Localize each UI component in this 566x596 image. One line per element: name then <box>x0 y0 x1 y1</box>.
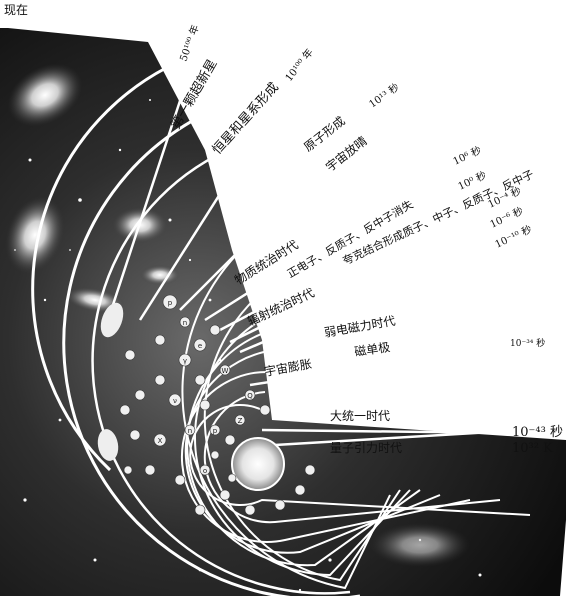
particle-label: Q <box>247 392 253 400</box>
supernova-blobs <box>97 302 124 461</box>
particle-label: W <box>222 367 229 375</box>
time-label: 10³² K <box>512 441 553 456</box>
time-label: 10⁶ 秒 <box>451 143 484 167</box>
era-label: 宇宙放晴 <box>323 133 370 174</box>
particle-label: n <box>188 427 192 435</box>
era-label: 辐射统治时代 <box>245 285 317 329</box>
era-label: 恒星和星系形成 <box>210 80 282 158</box>
era-label: 大统一时代 <box>330 409 390 423</box>
era-label: 量子引力时代 <box>330 441 402 455</box>
primordial-sphere <box>231 437 285 491</box>
particle-label: n <box>183 319 187 327</box>
time-label: 10¹⁰⁰ 年 <box>282 46 316 84</box>
era-label: 弱电磁力时代 <box>323 313 397 340</box>
corner-label-now: 现在 <box>4 3 28 17</box>
particle-label: Z <box>238 417 243 425</box>
particle-label: e <box>198 342 202 350</box>
particle-markers: p n e γ ν X Z W Q o p n <box>119 294 316 516</box>
particle-label: o <box>203 467 207 475</box>
particle-label: p <box>168 299 173 307</box>
time-label: 10⁻³⁴ 秒 <box>510 337 545 349</box>
particle-label: γ <box>183 357 187 365</box>
particle-label: p <box>213 427 218 435</box>
era-label: 磁单极 <box>353 339 391 359</box>
particle-label: X <box>158 437 163 445</box>
epoch-divider-lines <box>106 39 513 435</box>
time-label: 10⁻⁴³ 秒 <box>512 425 563 440</box>
particle-label: ν <box>173 397 177 405</box>
